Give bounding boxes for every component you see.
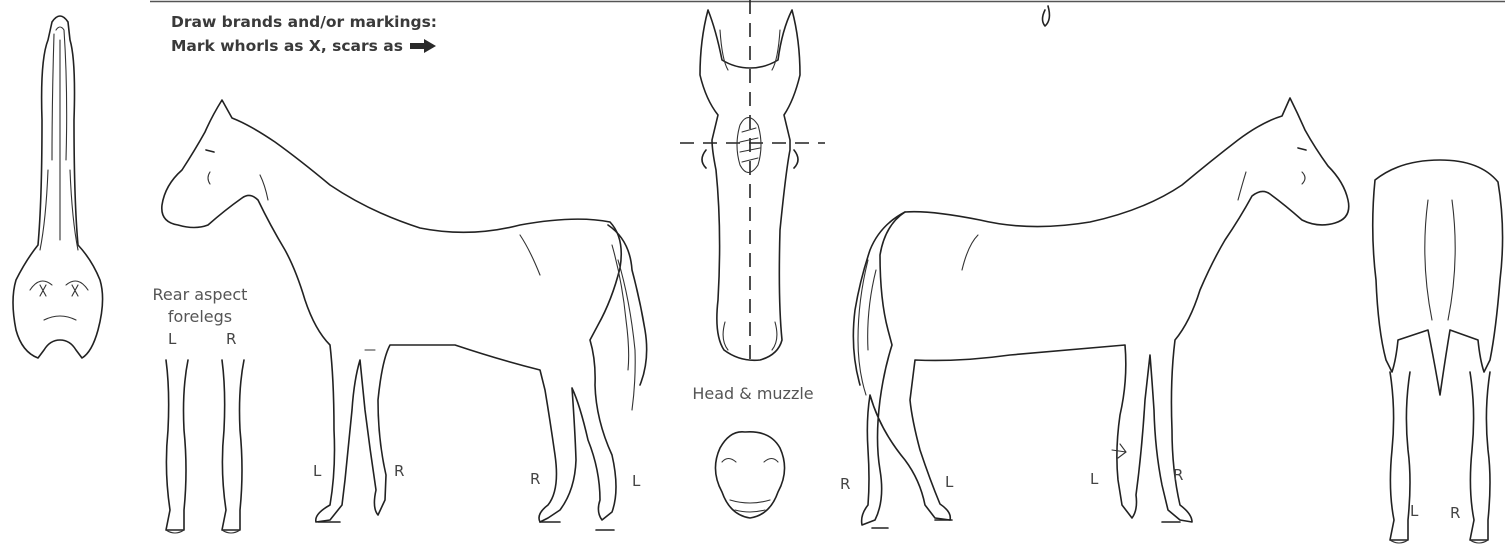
whorl-x-mark [72,285,78,296]
right-horse-hind-near-label: R [840,475,850,493]
hind-view [1373,160,1503,543]
left-horse-hind-far-label: R [530,470,540,488]
instructions-text-2: Mark whorls as X, scars as [171,34,403,58]
handwritten-mark [1043,6,1050,26]
hind-view-left-label: L [1410,502,1418,520]
arrow-right-icon [409,38,437,54]
instructions-text-1: Draw brands and/or markings: [171,10,437,34]
left-horse-fore-near-label: L [313,462,321,480]
right-horse-hind-far-label: L [945,473,953,491]
right-horse-fore-far-label: R [1173,466,1183,484]
left-horse-hind-near-label: L [632,472,640,490]
instructions-block: Draw brands and/or markings: Mark whorls… [171,10,437,58]
rear-aspect-left-label: L [168,330,176,348]
hind-view-right-label: R [1450,504,1460,522]
top-view-outline [13,16,103,358]
head-front-view [680,0,825,360]
rear-aspect-right-label: R [226,330,236,348]
right-horse-fore-near-label: L [1090,470,1098,488]
left-horse-fore-far-label: R [394,462,404,480]
blaze-marking [737,118,761,173]
rear-aspect-caption-line-1: Rear aspect [140,284,260,306]
scar-arrow-mark [1112,444,1126,458]
horse-right-profile [853,98,1348,528]
rear-aspect-forelegs [166,360,244,533]
muzzle-view [715,432,784,518]
head-muzzle-caption: Head & muzzle [678,383,828,405]
instructions-line-1: Draw brands and/or markings: [171,10,437,34]
instructions-line-2: Mark whorls as X, scars as [171,34,437,58]
rear-aspect-caption: Rear aspect forelegs [140,284,260,328]
whorl-x-mark [40,285,46,296]
rear-aspect-caption-line-2: forelegs [140,306,260,328]
